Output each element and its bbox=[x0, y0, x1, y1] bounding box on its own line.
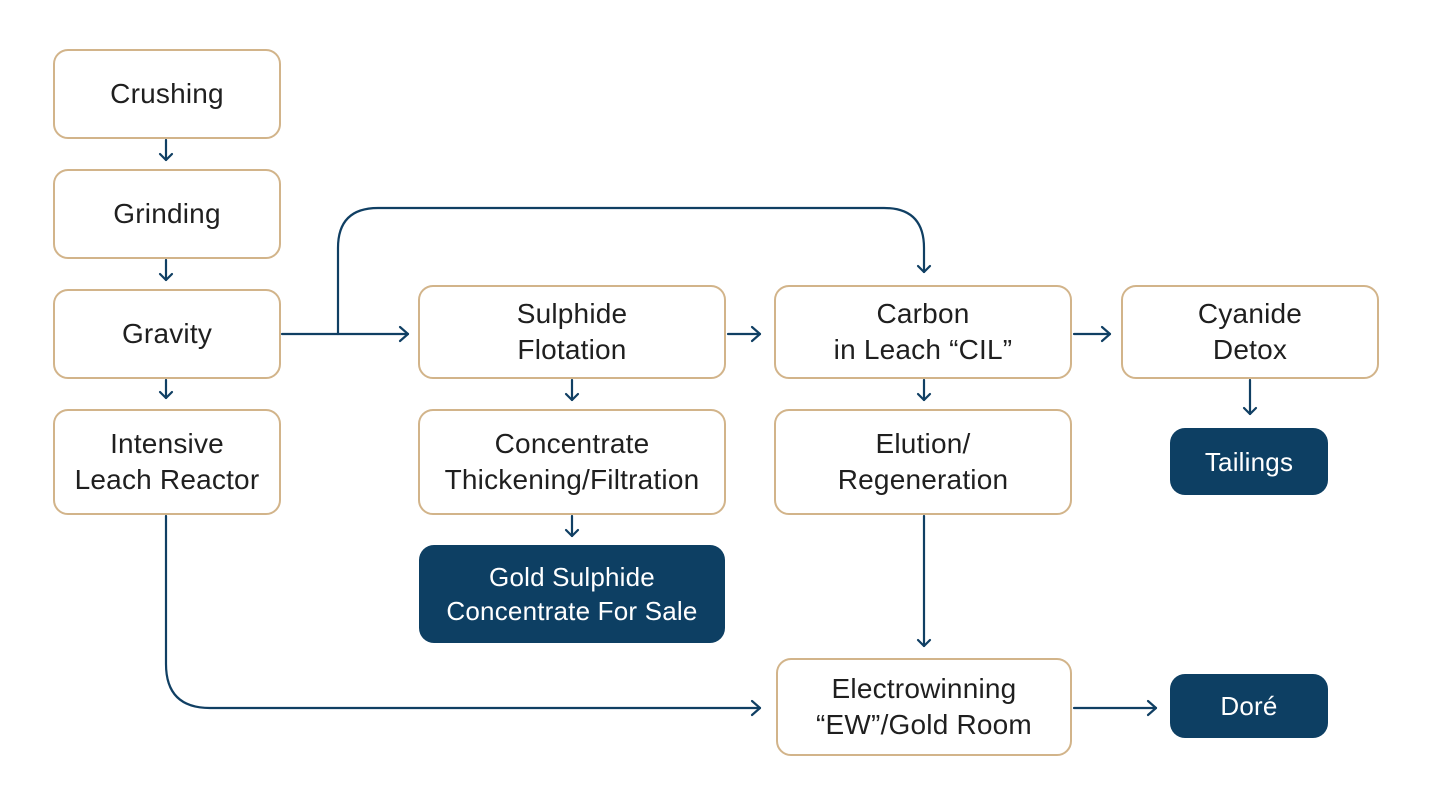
node-electrowinning-line-2: “EW”/Gold Room bbox=[816, 709, 1032, 740]
node-tailings: Tailings bbox=[1170, 428, 1328, 495]
node-intensive-leach-line-1: Intensive bbox=[110, 428, 224, 459]
node-elution-regeneration: Elution/ Regeneration bbox=[774, 409, 1072, 515]
node-dore-label: Doré bbox=[1220, 691, 1278, 721]
node-grinding: Grinding bbox=[53, 169, 281, 259]
arrow-grinding-to-gravity bbox=[158, 258, 174, 282]
arrow-cil-to-cyanide-detox bbox=[1072, 325, 1112, 343]
node-concentrate-thickening-line-2: Thickening/Filtration bbox=[444, 464, 700, 495]
arrow-thickening-to-concentrate-sale bbox=[564, 514, 580, 538]
arrow-flotation-to-cil bbox=[726, 325, 762, 343]
node-cyanide-detox: Cyanide Detox bbox=[1121, 285, 1379, 379]
node-gold-sulphide-concentrate: Gold Sulphide Concentrate For Sale bbox=[419, 545, 725, 643]
arrow-flotation-to-thickening bbox=[564, 378, 580, 402]
node-electrowinning-line-1: Electrowinning bbox=[831, 673, 1017, 704]
node-sulphide-flotation: Sulphide Flotation bbox=[418, 285, 726, 379]
node-electrowinning: Electrowinning “EW”/Gold Room bbox=[776, 658, 1072, 756]
arrow-gravity-to-intensive-leach bbox=[158, 378, 174, 400]
arrow-intensive-leach-to-electrowinning bbox=[164, 514, 762, 717]
node-gravity-label: Gravity bbox=[121, 318, 213, 349]
node-crushing: Crushing bbox=[53, 49, 281, 139]
arrow-detox-to-tailings bbox=[1242, 378, 1258, 416]
node-intensive-leach-line-2: Leach Reactor bbox=[74, 464, 260, 495]
node-tailings-label: Tailings bbox=[1204, 446, 1294, 477]
node-carbon-in-leach: Carbon in Leach “CIL” bbox=[774, 285, 1072, 379]
node-concentrate-thickening-line-1: Concentrate bbox=[494, 428, 650, 459]
node-concentrate-thickening: Concentrate Thickening/Filtration bbox=[418, 409, 726, 515]
node-elution-line-2: Regeneration bbox=[837, 464, 1009, 495]
arrow-electrowinning-to-dore bbox=[1072, 699, 1158, 717]
node-intensive-leach-reactor: Intensive Leach Reactor bbox=[53, 409, 281, 515]
node-dore: Doré bbox=[1170, 674, 1328, 738]
node-gold-sulphide-line-1: Gold Sulphide bbox=[489, 562, 655, 592]
node-sulphide-flotation-line-2: Flotation bbox=[517, 334, 627, 365]
node-cil-line-1: Carbon bbox=[876, 298, 970, 329]
node-crushing-label: Crushing bbox=[110, 78, 224, 109]
node-gravity: Gravity bbox=[53, 289, 281, 379]
node-grinding-label: Grinding bbox=[113, 198, 221, 229]
node-cyanide-detox-line-1: Cyanide bbox=[1197, 298, 1303, 329]
arrow-gravity-to-sulphide-flotation bbox=[280, 325, 410, 343]
arrow-gravity-bypass-to-cil bbox=[336, 206, 932, 336]
arrow-elution-to-electrowinning bbox=[916, 514, 932, 648]
arrow-crushing-to-grinding bbox=[158, 138, 174, 162]
node-sulphide-flotation-line-1: Sulphide bbox=[516, 298, 628, 329]
node-gold-sulphide-line-2: Concentrate For Sale bbox=[446, 596, 698, 626]
node-cyanide-detox-line-2: Detox bbox=[1212, 334, 1288, 365]
node-cil-line-2: in Leach “CIL” bbox=[833, 334, 1013, 365]
node-elution-line-1: Elution/ bbox=[875, 428, 971, 459]
arrow-cil-to-elution bbox=[916, 378, 932, 402]
